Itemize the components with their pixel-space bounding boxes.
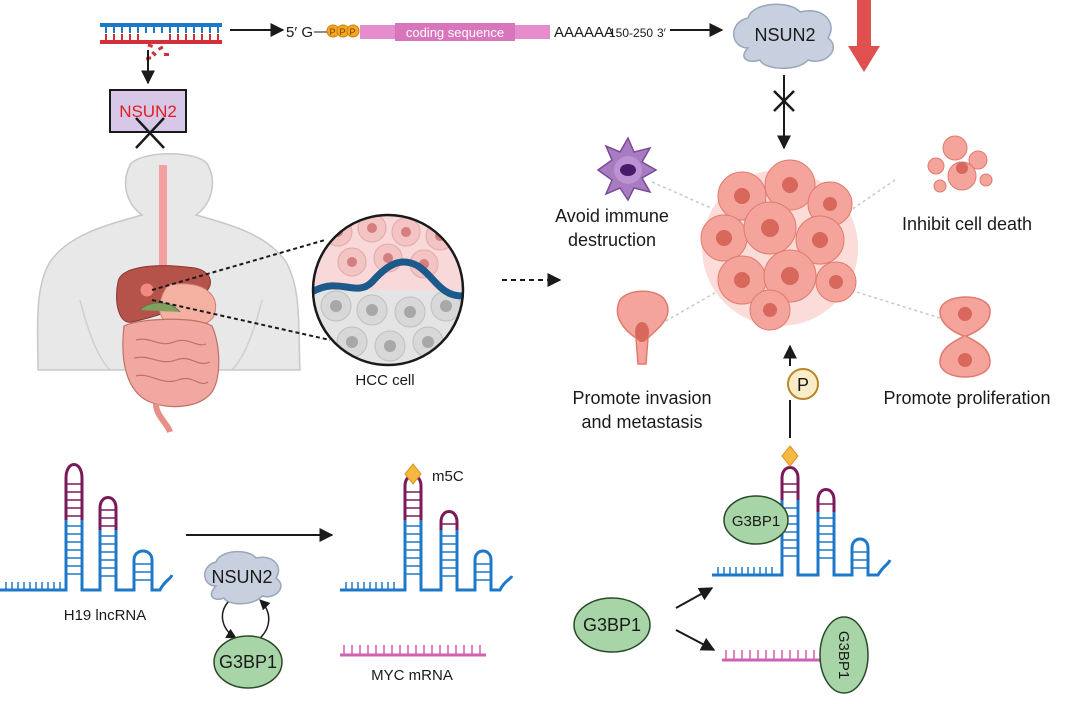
cycle-arrow-left [221,601,237,639]
cycle-arrow-right [257,599,271,641]
hcc-cell-label: HCC cell [355,372,414,389]
polya-length: 150-250 [609,26,653,40]
h19-methylated-structure [340,474,514,592]
g3bp1-mid-ellipse: G3BP1 [213,635,283,689]
downregulation-arrow-icon [848,0,880,72]
tumor-cluster-icon [700,159,858,331]
nsun2-knockout-box: NSUN2 [109,89,187,149]
five-prime-label: 5′ G [286,24,313,41]
blocked-x-icon [773,90,795,112]
triphosphate-cap: P P P [326,24,360,38]
nsun2-mid-label: NSUN2 [211,567,272,587]
hallmark-immune-line1: Avoid immune [555,206,669,226]
g3bp1-to-myc-arrow [675,629,716,651]
phosphate-label: P [797,375,809,395]
g3bp1-myc-ellipse: G3BP1 [819,616,869,694]
cap-p-2: P [340,27,346,37]
h19-bound-structure [712,466,892,577]
intestines-icon [122,318,220,408]
mrna-strand: 5′ G P P P coding sequence AAAAAA 150-25… [286,23,667,41]
hcc-cell-magnified [311,213,465,367]
hallmark-invasion-line1: Promote invasion [572,388,711,408]
hallmark-death: Inhibit cell death [902,214,1032,234]
dna-duplex-icon [100,23,222,61]
dividing-cell-icon [939,296,991,378]
immune-cell-icon [596,136,658,202]
myc-mrna-strand [340,645,486,657]
polya-label: AAAAAA [554,24,614,41]
zoom-line-bottom [151,299,331,341]
m5c-diamond-bound-icon [781,445,799,467]
human-torso-illustration [36,153,301,434]
g3bp1-mid-label: G3BP1 [219,652,277,672]
g3bp1-myc-label: G3BP1 [835,631,852,679]
nsun2-mid-cloud: NSUN2 [204,550,282,605]
knockout-nsun2-label: NSUN2 [119,102,177,121]
myc-bound-strand [722,650,836,662]
myc-label: MYC mRNA [371,667,453,684]
dying-cell-icon [927,135,993,193]
h19-lncrna-structure [0,463,174,592]
nsun2-top-label: NSUN2 [754,25,815,45]
phosphate-icon: P [787,368,819,400]
tumor-site-icon [139,282,155,298]
g3bp1-bound-ellipse: G3BP1 [723,495,789,545]
m5c-label: m5C [432,468,464,485]
nsun2-top-cloud: NSUN2 [733,3,835,69]
hallmark-immune-line2: destruction [568,230,656,250]
cap-p-3: P [350,27,356,37]
zoom-line-top [151,239,326,291]
hallmark-proliferation: Promote proliferation [883,388,1050,408]
g3bp1-free-label: G3BP1 [583,615,641,635]
m5c-diamond-icon [404,463,422,485]
h19-label: H19 lncRNA [64,607,147,624]
g3bp1-to-h19-arrow [675,587,714,609]
three-prime-label: 3′ [657,26,667,40]
invading-cell-icon [616,290,669,365]
g3bp1-bound-label: G3BP1 [732,513,780,530]
cds-label: coding sequence [406,25,504,40]
g3bp1-free-ellipse: G3BP1 [573,597,651,653]
hallmark-invasion-line2: and metastasis [581,412,702,432]
cap-p-1: P [330,27,336,37]
